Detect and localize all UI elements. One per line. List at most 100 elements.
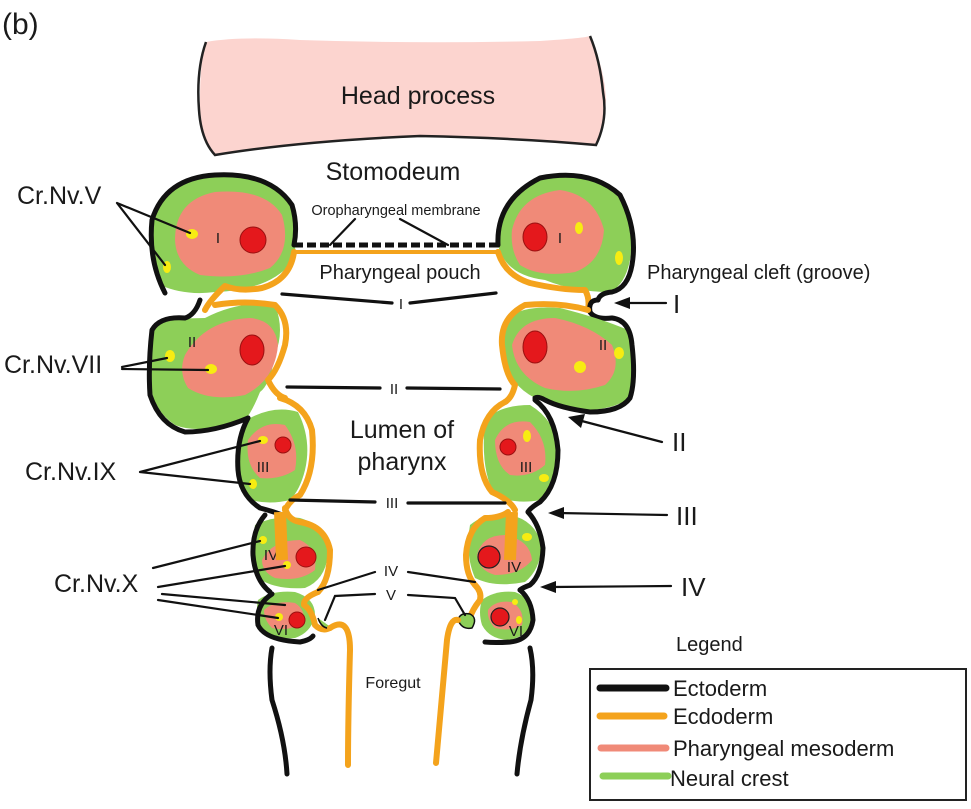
head-process-label: Head process (341, 82, 495, 110)
left-arch-2-nerve-a (165, 350, 175, 362)
legend: Legend Ectoderm Ecdoderm Pharyngeal meso… (589, 634, 967, 801)
right-arch-3-nerve-b (539, 474, 549, 482)
left-arch-2-nerve-b (205, 364, 217, 374)
right-arch-6-artery (490, 607, 510, 627)
right-arch-6-label: VI (509, 623, 523, 640)
left-arches: I II III (146, 172, 353, 777)
right-arch-6-nerve-a (512, 599, 518, 605)
cleft-4-arrow (550, 584, 673, 589)
pharyngeal-pouch-label: Pharyngeal pouch (319, 262, 480, 284)
right-arch-4-label: IV (507, 559, 521, 576)
right-arch-3-mesoderm (495, 421, 546, 476)
pouch-4-label: IV (384, 563, 398, 580)
right-cleft-1-notch (587, 297, 615, 321)
cleft-labels: Pharyngeal cleft (groove) I II III IV (540, 262, 870, 602)
right-arch-2-nerve-b (614, 347, 624, 359)
pouch-3-label: III (386, 495, 399, 512)
right-arches: I II III (433, 172, 637, 777)
right-arch-4-artery (477, 545, 501, 569)
left-foregut-endoderm (327, 621, 353, 768)
pouch-5-leader (323, 592, 467, 622)
cleft-2-label: II (672, 427, 686, 457)
cleft-4-arrowhead (540, 581, 556, 593)
right-arch-1-artery (522, 222, 548, 252)
legend-label-ectoderm: Ectoderm (673, 676, 767, 701)
legend-label-endoderm: Ecdoderm (673, 704, 773, 729)
left-arch-6-ectoderm (255, 591, 316, 645)
left-arch-3-nerve-b (249, 479, 257, 489)
cranial-nerve-7-label: Cr.Nv.VII (4, 351, 102, 379)
left-arch-4-label: IV (264, 547, 278, 564)
head-process-shape (199, 36, 606, 155)
left-arch-4-artery (295, 546, 317, 568)
left-arch-1-nerve-a (186, 229, 198, 239)
left-foregut-ectoderm (267, 645, 290, 777)
right-arch-4-nerve (522, 533, 532, 541)
cleft-3-label: III (676, 501, 698, 531)
pouch-5-label: V (386, 587, 396, 604)
cleft-3-arrowhead (548, 507, 564, 519)
right-arch-2-nerve-a (574, 361, 586, 373)
left-arch-3-artery (274, 436, 292, 454)
lumen-label-line1: Lumen of (350, 416, 454, 444)
left-arch-1-ectoderm (148, 172, 299, 296)
head-process: Head process (197, 35, 606, 157)
right-arch-1-endoderm (495, 249, 592, 313)
right-foregut-ectoderm (514, 645, 536, 777)
right-arch-2: II (498, 301, 637, 415)
cleft-2-arrowhead (568, 414, 585, 428)
head-process-outline (197, 35, 606, 157)
right-arch-3-ectoderm (525, 397, 561, 515)
pouch-labels: I II III IV V (280, 291, 507, 622)
right-arch-2-ectoderm (532, 315, 637, 415)
lumen-label-line2: pharynx (358, 448, 447, 476)
pouch-1-leader (280, 291, 498, 305)
left-arch-3-ectoderm (235, 415, 285, 518)
right-arch-2-label: II (599, 337, 607, 354)
left-arch-4-nerve-b (283, 561, 291, 569)
right-foregut-endoderm (433, 616, 461, 766)
panel-label: (b) (2, 8, 39, 41)
cranial-nerve-10-label: Cr.Nv.X (54, 570, 139, 598)
right-arch-6-ectoderm (482, 587, 536, 645)
cleft-2-arrow (576, 418, 664, 444)
oropharyngeal-membrane-label: Oropharyngeal membrane (311, 203, 480, 219)
right-arch-1-label: I (558, 230, 562, 247)
right-arch-1-ectoderm (495, 172, 636, 303)
right-arch-4-endoderm-plug (504, 511, 518, 561)
cleft-4-label: IV (681, 572, 706, 602)
cranial-nerve-labels: Cr.Nv.V Cr.Nv.VII Cr.Nv.IX Cr.Nv.X (4, 182, 287, 620)
left-arch-3-label: III (257, 459, 270, 476)
cleft-1-arrowhead (614, 297, 630, 309)
right-arch-3: III (476, 397, 561, 515)
left-arch-2-label: II (188, 334, 196, 351)
cranial-nerve-9-label: Cr.Nv.IX (25, 458, 117, 486)
pouch-3-leader (288, 498, 507, 505)
left-arch-1-endoderm (202, 249, 297, 313)
cranial-nerve-9-leader (138, 439, 262, 486)
right-arch-1-mesoderm (511, 190, 604, 274)
right-arch-6-nerve-b (516, 616, 522, 624)
left-arch-2-endoderm (212, 299, 290, 401)
right-arch-4-endoderm (463, 509, 511, 588)
pouch-2-leader (285, 385, 502, 391)
right-arch-3-artery (499, 438, 517, 456)
right-arch-1-nerve-b (615, 251, 623, 265)
pouch-4-leader (316, 570, 477, 592)
right-arch-3-nerve-a (523, 430, 531, 442)
legend-title: Legend (676, 634, 743, 656)
cranial-nerve-5-label: Cr.Nv.V (17, 182, 102, 210)
left-arch-4: IV (250, 505, 333, 595)
right-arch-2-endoderm (498, 301, 591, 405)
pouch-1-label: I (399, 296, 403, 313)
right-pouch-5-cap (457, 612, 476, 630)
left-arch-1-label: I (216, 230, 220, 247)
left-arch-6-artery (288, 611, 306, 629)
left-arch-3-nerve-a (258, 436, 268, 444)
cranial-nerve-10-leader (151, 539, 287, 620)
left-arch-6-label: VI (274, 622, 288, 639)
oropharyngeal-membrane-leader (328, 217, 450, 247)
right-arch-6: VI (457, 582, 536, 645)
left-arch-4-endoderm (282, 505, 333, 595)
cranial-nerve-7-leader (120, 356, 210, 372)
